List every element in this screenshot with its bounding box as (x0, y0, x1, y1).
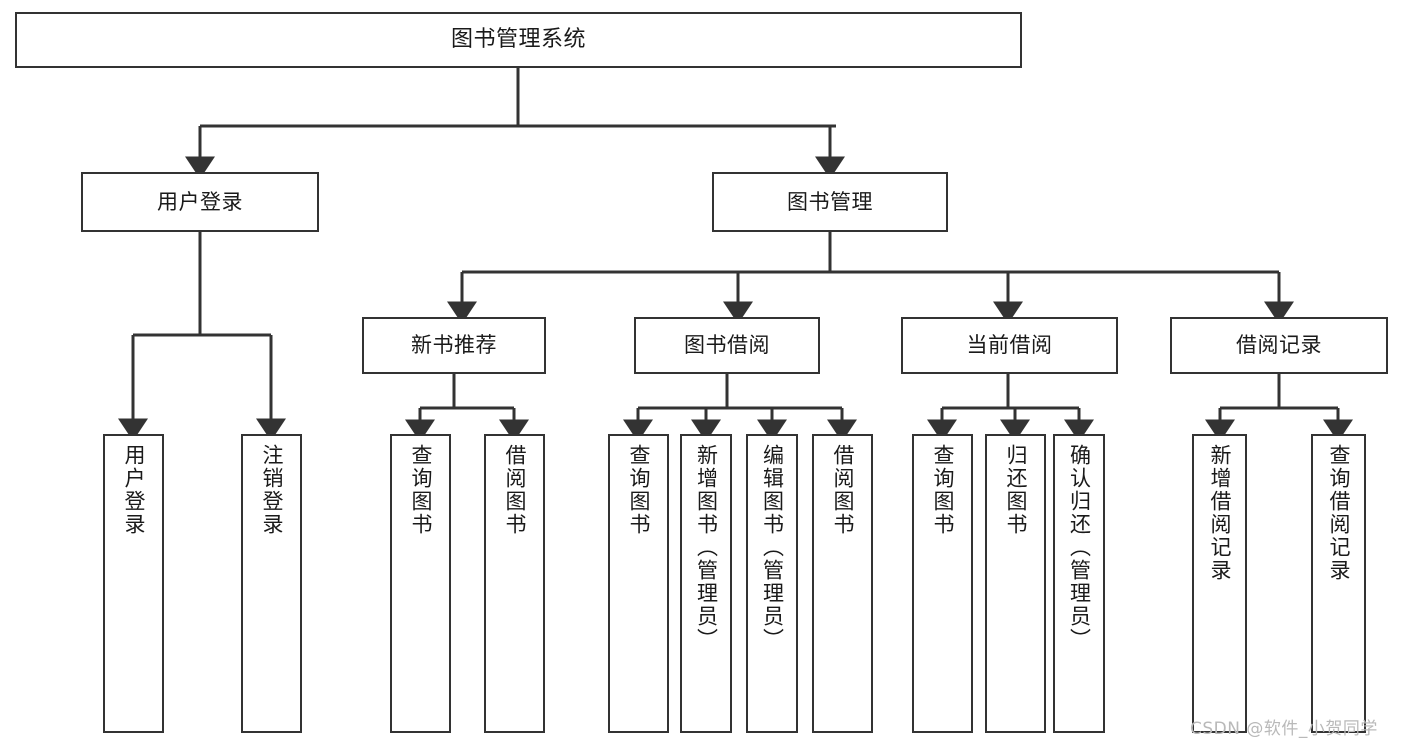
node-new-book-recommend[interactable]: 新书推荐 (362, 317, 546, 374)
node-borrow-records[interactable]: 借阅记录 (1170, 317, 1388, 374)
leaf-edit-book-admin-label: 编辑图书（管理员） (760, 444, 785, 651)
leaf-query-borrow-record[interactable]: 查询借阅记录 (1311, 434, 1366, 733)
node-user-login[interactable]: 用户登录 (81, 172, 319, 232)
leaf-borrow-book-label: 借阅图书 (831, 444, 855, 536)
leaf-return-book[interactable]: 归还图书 (985, 434, 1046, 733)
leaf-query-book-new-label: 查询图书 (409, 444, 433, 536)
leaf-query-book-borrow-label: 查询图书 (627, 444, 651, 536)
node-book-management-label: 图书管理 (787, 189, 873, 214)
leaf-add-borrow-record[interactable]: 新增借阅记录 (1192, 434, 1247, 733)
node-borrow-records-label: 借阅记录 (1236, 333, 1322, 358)
leaf-edit-book-admin[interactable]: 编辑图书（管理员） (746, 434, 798, 733)
leaf-logout[interactable]: 注销登录 (241, 434, 302, 733)
leaf-add-book-admin-label: 新增图书（管理员） (694, 444, 719, 651)
csdn-watermark: CSDN @软件_小贺同学 (1190, 719, 1378, 739)
leaf-borrow-book[interactable]: 借阅图书 (812, 434, 873, 733)
leaf-borrow-book-new-label: 借阅图书 (503, 444, 527, 536)
leaf-add-book-admin[interactable]: 新增图书（管理员） (680, 434, 732, 733)
node-book-management[interactable]: 图书管理 (712, 172, 948, 232)
leaf-user-login-label: 用户登录 (122, 444, 146, 536)
node-root[interactable]: 图书管理系统 (15, 12, 1022, 68)
node-book-borrow[interactable]: 图书借阅 (634, 317, 820, 374)
leaf-confirm-return-admin[interactable]: 确认归还（管理员） (1053, 434, 1105, 733)
node-current-borrow-label: 当前借阅 (966, 333, 1053, 358)
leaf-query-book-new[interactable]: 查询图书 (390, 434, 451, 733)
leaf-query-book-current[interactable]: 查询图书 (912, 434, 973, 733)
node-new-book-recommend-label: 新书推荐 (411, 333, 497, 358)
node-book-borrow-label: 图书借阅 (684, 333, 770, 358)
node-root-label: 图书管理系统 (450, 27, 586, 53)
leaf-query-book-borrow[interactable]: 查询图书 (608, 434, 669, 733)
leaf-query-book-current-label: 查询图书 (931, 444, 955, 536)
leaf-confirm-return-admin-label: 确认归还（管理员） (1067, 444, 1092, 651)
leaf-query-borrow-record-label: 查询借阅记录 (1327, 444, 1351, 582)
leaf-logout-label: 注销登录 (260, 444, 284, 536)
leaf-borrow-book-new[interactable]: 借阅图书 (484, 434, 545, 733)
leaf-add-borrow-record-label: 新增借阅记录 (1208, 444, 1232, 582)
leaf-return-book-label: 归还图书 (1004, 444, 1028, 536)
leaf-user-login[interactable]: 用户登录 (103, 434, 164, 733)
node-current-borrow[interactable]: 当前借阅 (901, 317, 1118, 374)
node-user-login-label: 用户登录 (157, 189, 243, 214)
